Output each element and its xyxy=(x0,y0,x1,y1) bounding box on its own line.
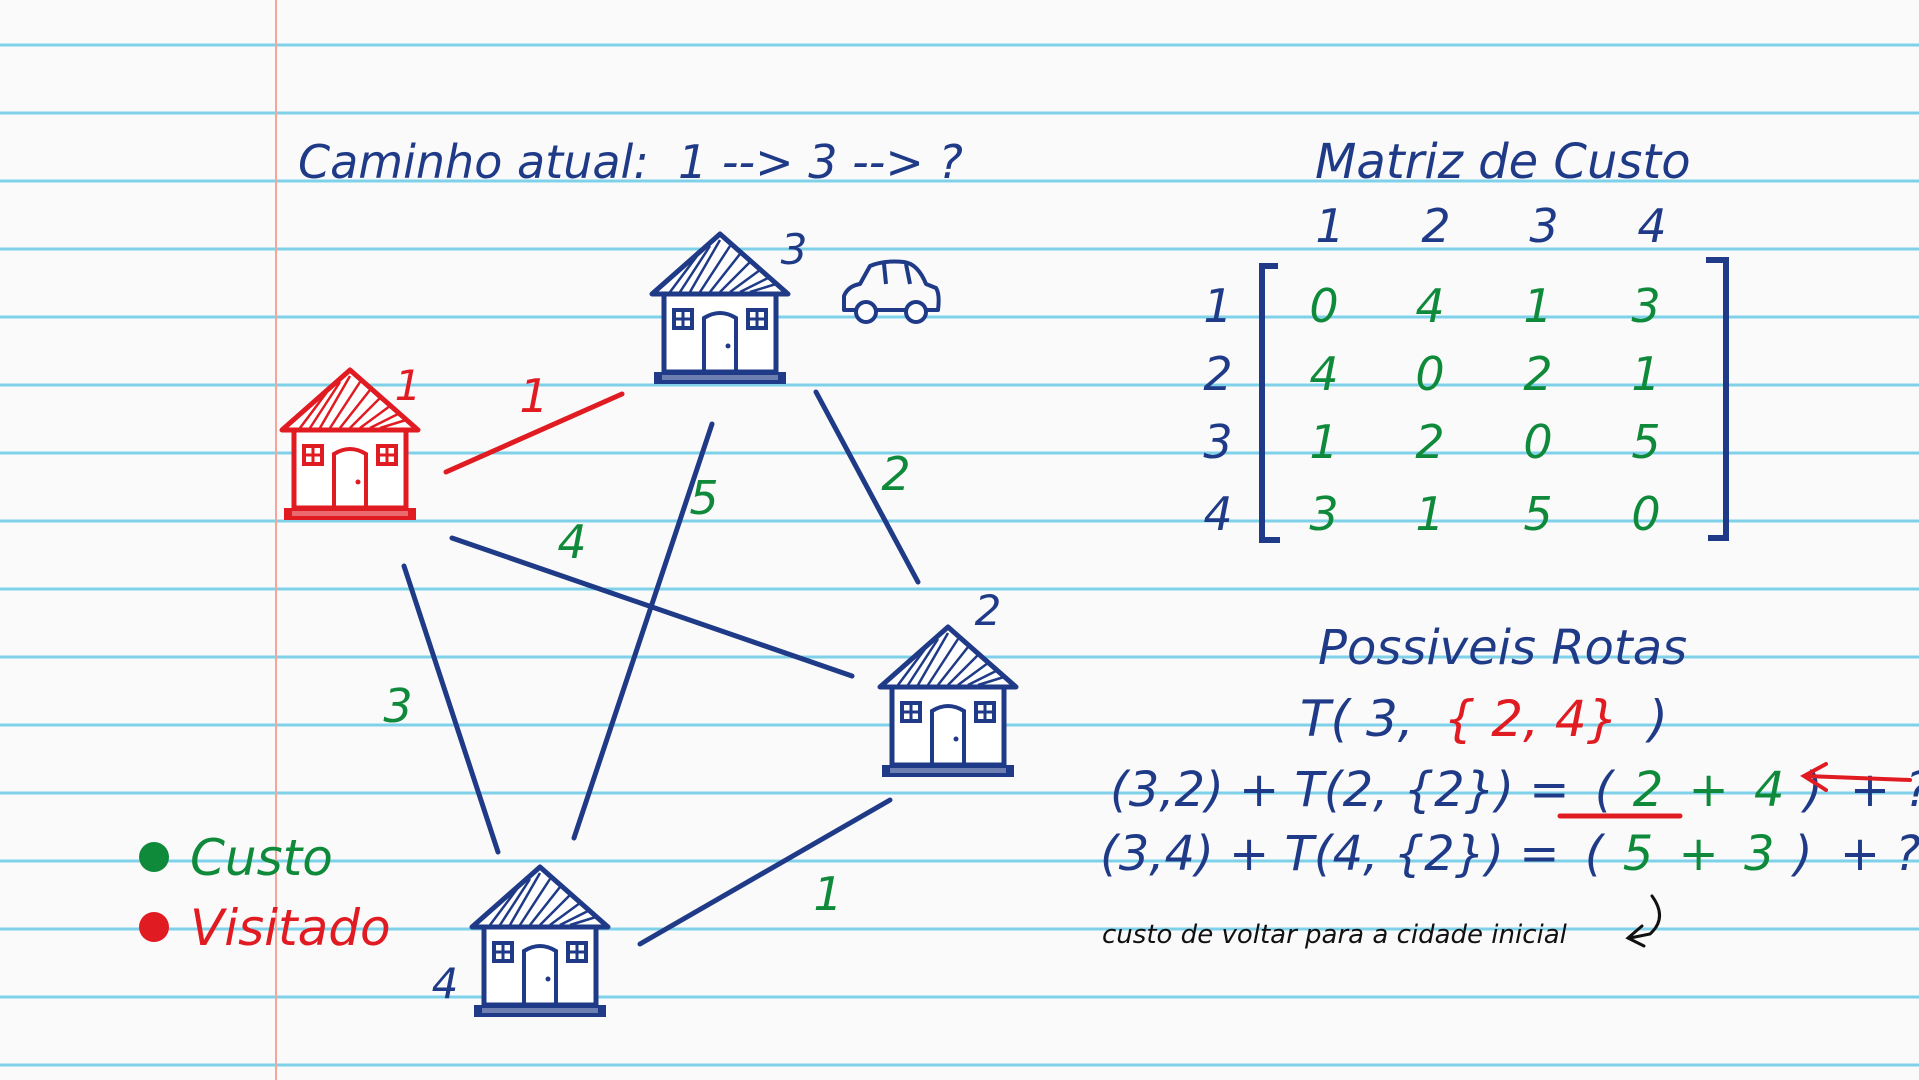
matrix-row-header: 1 xyxy=(1203,279,1232,333)
matrix-cell: 0 xyxy=(1523,415,1552,469)
matrix-cell: 0 xyxy=(1415,347,1444,401)
matrix-cell: 4 xyxy=(1415,279,1444,333)
edge-1-3 xyxy=(443,391,625,475)
current-path-value: 1 --> 3 --> ? xyxy=(678,135,963,189)
route-row-1-arrow xyxy=(1800,762,1912,792)
matrix-cell: 5 xyxy=(1631,415,1660,469)
matrix-cell: 1 xyxy=(1631,347,1660,401)
node-label: 4 xyxy=(432,959,459,1008)
route-row-2-a: 5 xyxy=(1623,826,1654,882)
matrix-row-header: 3 xyxy=(1203,415,1232,469)
route-row-2-left: (3,4) + T(4, {2}) = xyxy=(1100,826,1559,882)
route-note-arrow xyxy=(1625,894,1661,948)
node-label: 1 xyxy=(395,361,422,410)
edge-cost-label: 3 xyxy=(383,679,412,733)
matrix-row-header: 4 xyxy=(1203,487,1232,541)
route-row-1-plus: + xyxy=(1689,762,1729,818)
legend-cost-label: Custo xyxy=(190,829,333,887)
edge-cost-label: 2 xyxy=(881,447,910,501)
routes-call-set: { 2, 4} xyxy=(1444,690,1619,748)
route-row-1-open: ( xyxy=(1595,762,1616,818)
matrix-cell: 4 xyxy=(1309,347,1338,401)
matrix-title: Matriz de Custo xyxy=(1315,134,1691,190)
edge-cost-label: 4 xyxy=(557,515,586,569)
cost-matrix: 1 2 3 4 1 2 3 4 0 4 1 3 4 0 2 1 1 2 0 5 3 1 5 0 xyxy=(1203,199,1666,541)
matrix-col-header: 4 xyxy=(1637,199,1666,253)
matrix-cell: 1 xyxy=(1415,487,1444,541)
route-row-2-close: ) xyxy=(1791,826,1813,882)
routes-call-suffix: ) xyxy=(1644,690,1668,748)
route-row-2-plus: + xyxy=(1679,826,1719,882)
matrix-cell: 1 xyxy=(1523,279,1552,333)
matrix-col-header: 1 xyxy=(1315,199,1344,253)
routes-title: Possiveis Rotas xyxy=(1318,620,1687,676)
node-label: 2 xyxy=(975,586,1002,635)
edge-3-4 xyxy=(571,421,715,841)
matrix-cell: 0 xyxy=(1309,279,1338,333)
matrix-left-bracket xyxy=(1259,263,1280,543)
graph-nodes: 1 2 3 4 xyxy=(282,225,1016,1017)
car-icon xyxy=(842,259,941,324)
legend-cost-dot xyxy=(139,842,169,872)
edge-3-2 xyxy=(813,389,921,585)
matrix-row-header: 2 xyxy=(1203,347,1232,401)
edge-1-4 xyxy=(401,563,501,855)
route-row-2-open: ( xyxy=(1585,826,1606,882)
edge-cost-label: 1 xyxy=(519,369,548,423)
edge-cost-labels: 1 4 3 2 5 1 xyxy=(383,369,910,921)
matrix-cell: 0 xyxy=(1631,487,1660,541)
matrix-cell: 3 xyxy=(1631,279,1660,333)
route-row-2: (3,4) + T(4, {2}) = ( 5 + 3 ) + ? xyxy=(1100,826,1919,882)
route-row-1-b: 4 xyxy=(1754,762,1785,818)
routes-call: T( 3, { 2, 4} ) xyxy=(1300,690,1668,748)
route-row-2-b: 3 xyxy=(1744,826,1775,882)
route-note: custo de voltar para a cidade inicial xyxy=(1102,920,1568,950)
matrix-col-header: 3 xyxy=(1529,199,1558,253)
route-row-1: (3,2) + T(2, {2}) = ( 2 + 4 ) + ? xyxy=(1110,762,1919,818)
route-row-1-a: 2 xyxy=(1633,762,1664,818)
edge-cost-label: 1 xyxy=(813,867,842,921)
current-path-label: Caminho atual: xyxy=(298,135,649,189)
matrix-col-header: 2 xyxy=(1421,199,1450,253)
legend-visited-dot xyxy=(139,912,169,942)
graph-edges xyxy=(401,389,921,947)
legend-visited-label: Visitado xyxy=(190,899,391,957)
matrix-cell: 2 xyxy=(1523,347,1552,401)
matrix-cell: 5 xyxy=(1523,487,1552,541)
node-label: 3 xyxy=(781,225,808,274)
matrix-cell: 2 xyxy=(1415,415,1444,469)
matrix-right-bracket xyxy=(1706,257,1729,541)
route-row-2-tail: + ? xyxy=(1840,826,1919,882)
route-row-1-left: (3,2) + T(2, {2}) = xyxy=(1110,762,1569,818)
edge-cost-label: 5 xyxy=(689,471,718,525)
routes-call-prefix: T( 3, xyxy=(1300,690,1414,748)
matrix-cell: 1 xyxy=(1309,415,1338,469)
route-row-1-tail: + ? xyxy=(1850,762,1919,818)
edge-2-4 xyxy=(637,797,893,947)
matrix-cell: 3 xyxy=(1309,487,1338,541)
